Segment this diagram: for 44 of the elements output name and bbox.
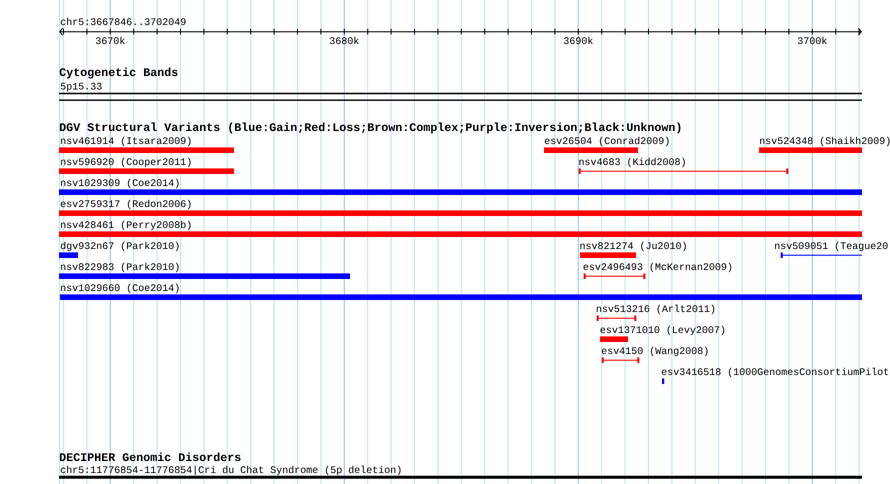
variant-bar: nsv1029309 (Coe2014) xyxy=(59,178,862,195)
node-label: nsv1029309 (Coe2014) xyxy=(61,178,179,188)
chromosome-band: 5p15.33 xyxy=(59,82,862,101)
variant-bar: nsv822983 (Park2010) xyxy=(59,262,350,279)
variant-bar: nsv461914 (Itsara2009) xyxy=(59,136,234,153)
node-label: nsv524348 (Shaikh2009) xyxy=(760,136,890,146)
tick-label: 3690k xyxy=(564,36,593,44)
variant-bar: nsv821274 (Ju2010) xyxy=(580,242,686,258)
variant-range: esv2496493 (McKernan2009) xyxy=(584,262,732,279)
variant-bar: nsv596920 (Cooper2011) xyxy=(59,158,234,174)
tick-label: 3680k xyxy=(330,36,359,44)
node-label: nsv822983 (Park2010) xyxy=(61,262,179,272)
region-label: chr5:3667846..3702049 xyxy=(60,18,186,26)
node-label: nsv461914 (Itsara2009) xyxy=(61,136,191,146)
variant-bar: dgv932n67 (Park2010) xyxy=(59,242,179,258)
node-label: nsv821274 (Ju2010) xyxy=(580,242,686,252)
variant-range: nsv513216 (Arlt2011) xyxy=(596,304,714,321)
node-label: esv4150 (Wang2008) xyxy=(602,346,708,356)
variant-bar: nsv524348 (Shaikh2009) xyxy=(759,136,890,153)
node-label: esv26504 (Conrad2009) xyxy=(544,136,669,146)
variant-range: nsv4683 (Kidd2008) xyxy=(578,158,789,174)
variant-range: esv4150 (Wang2008) xyxy=(602,346,708,363)
variant-range: nsv509051 (Teague20 xyxy=(775,242,888,258)
variant-bar: esv1371010 (Levy2007) xyxy=(600,326,724,342)
node-label: nsv509051 (Teague20 xyxy=(775,242,888,252)
node-label: nsv1029660 (Coe2014) xyxy=(61,284,179,294)
node-label: esv2759317 (Redon2006) xyxy=(60,200,191,210)
variant-bar: esv3416518 (1000GenomesConsortiumPilot xyxy=(662,368,888,384)
node-label: esv3416518 (1000GenomesConsortiumPilot xyxy=(662,368,888,378)
node-label: dgv932n67 (Park2010) xyxy=(60,242,179,252)
disorder-bar: chr5:11776854-11776854|Cri du Chat Syndrome (5p deletion) xyxy=(59,466,862,479)
variant-bar: nsv1029660 (Coe2014) xyxy=(60,284,862,300)
tick-label: 3670k xyxy=(96,36,125,44)
node-label: esv1371010 (Levy2007) xyxy=(600,326,724,336)
track-title: DGV Structural Variants (Blue:Gain;Red:Loss;Brown:Complex;Purple:Inversion;Black:Unknown) xyxy=(60,122,680,134)
node-label: nsv596920 (Cooper2011) xyxy=(61,158,191,168)
variant-bar: nsv428461 (Perry2008b) xyxy=(59,220,862,237)
node-label: nsv4683 (Kidd2008) xyxy=(579,158,685,168)
node-label: nsv428461 (Perry2008b) xyxy=(61,220,191,230)
tick-label: 3700k xyxy=(798,36,827,44)
variant-bar: esv2759317 (Redon2006) xyxy=(59,200,862,216)
variant-bar: esv26504 (Conrad2009) xyxy=(544,136,669,153)
node-label: esv2496493 (McKernan2009) xyxy=(584,262,732,272)
node-label: nsv513216 (Arlt2011) xyxy=(596,304,714,314)
